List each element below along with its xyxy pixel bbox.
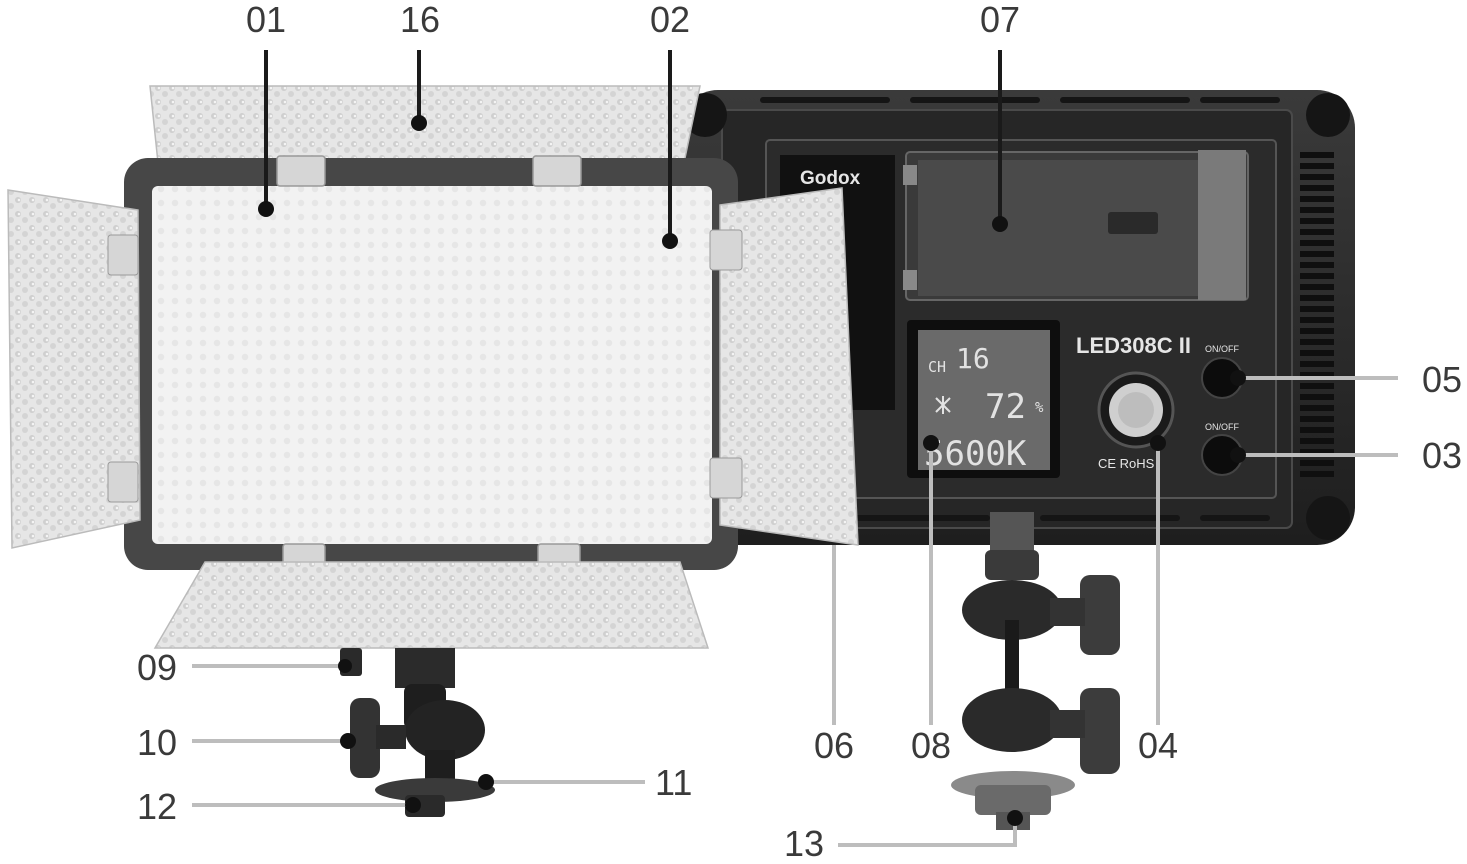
model-name: LED308C II (1076, 333, 1191, 358)
dot-03 (1230, 447, 1246, 463)
dot-05 (1230, 370, 1246, 386)
control-dial[interactable] (1097, 371, 1175, 449)
leader-line-13 (838, 820, 1017, 847)
vent-slat (1300, 449, 1334, 455)
dot-10 (340, 733, 356, 749)
vent-slat (1300, 185, 1334, 191)
lcd-channel-value: 16 (956, 342, 990, 375)
vent-slat (1300, 383, 1334, 389)
vent-slat (1300, 372, 1334, 378)
lcd-ch-label: CH (928, 358, 946, 376)
dot-12 (405, 797, 421, 813)
vent-slat (1300, 240, 1334, 246)
dot-04 (1150, 435, 1166, 451)
brand-logo: Godox (800, 168, 861, 189)
vent-slat (1300, 339, 1334, 345)
vent-slat (1300, 361, 1334, 367)
lcd-color-temp: 5600K (924, 434, 1027, 474)
callout-11: 11 (655, 762, 693, 803)
dot-08 (923, 435, 939, 451)
dot-13 (1007, 810, 1023, 826)
ball-head-mount-back (951, 512, 1120, 830)
dot-11 (478, 774, 494, 790)
vent-slat (1300, 218, 1334, 224)
hinge-clip (107, 461, 139, 503)
ball-head-mount-front (340, 648, 495, 817)
vent-slat (1300, 163, 1334, 169)
callout-07: 07 (980, 0, 1021, 40)
vent-slat (1300, 328, 1334, 334)
callout-09: 09 (137, 647, 178, 688)
callout-05: 05 (1422, 359, 1463, 400)
certification-marks: CE RoHS (1098, 456, 1155, 471)
corner-bumper (1306, 496, 1350, 540)
callout-dots (258, 115, 1246, 826)
vent-slat (1300, 416, 1334, 422)
corner-bumper (1306, 93, 1350, 137)
dot-01 (258, 201, 274, 217)
lcd-display: CH 16 72 % 5600K (907, 320, 1060, 478)
callout-12: 12 (137, 786, 178, 827)
led-panel (152, 186, 712, 544)
callout-04: 04 (1138, 725, 1179, 766)
lcd-brightness-value: 72 (985, 387, 1026, 427)
callout-13: 13 (784, 823, 825, 864)
callout-01: 01 (246, 0, 287, 40)
vent-slat (1300, 262, 1334, 268)
dot-07 (992, 216, 1008, 232)
vent-slat (1300, 306, 1334, 312)
vent-slat (1300, 427, 1334, 433)
leader-lines (192, 376, 1398, 847)
hinge-clip (709, 229, 743, 271)
callout-08: 08 (911, 725, 952, 766)
vent-slat (1300, 229, 1334, 235)
dot-02 (662, 233, 678, 249)
hinge-clip (709, 457, 743, 499)
barn-door-right (719, 187, 859, 546)
vent-slat (1300, 438, 1334, 444)
vent-slat (1300, 207, 1334, 213)
vent-slat (1300, 295, 1334, 301)
battery-compartment (903, 150, 1249, 301)
lcd-brightness-unit: % (1035, 400, 1044, 416)
top-vent-slots (760, 97, 1280, 103)
vent-slat (1300, 317, 1334, 323)
vent-slat (1300, 394, 1334, 400)
vent-slat (1300, 251, 1334, 257)
callout-10: 10 (137, 722, 178, 763)
vent-slat (1300, 471, 1334, 477)
dot-09 (338, 659, 352, 673)
bottom-vent-slots (850, 515, 1270, 521)
vent-slat (1300, 152, 1334, 158)
sun-icon (935, 396, 951, 414)
vent-slat (1300, 284, 1334, 290)
barn-door-clips (276, 155, 582, 577)
callout-02: 02 (650, 0, 691, 40)
barn-door-left (7, 189, 141, 549)
vent-slat (1300, 174, 1334, 180)
front-view (7, 85, 859, 817)
hinge-clip (107, 234, 139, 276)
vent-slat (1300, 460, 1334, 466)
callout-06: 06 (814, 725, 855, 766)
vent-slat (1300, 196, 1334, 202)
vent-slat (1300, 273, 1334, 279)
button-bottom-label: ON/OFF (1205, 422, 1239, 432)
side-vents (1300, 152, 1334, 477)
callout-03: 03 (1422, 435, 1463, 476)
leader-lines-dark (264, 50, 1002, 238)
dot-16 (411, 115, 427, 131)
button-top-label: ON/OFF (1205, 344, 1239, 354)
callout-16: 16 (400, 0, 441, 40)
vent-slat (1300, 350, 1334, 356)
vent-slat (1300, 405, 1334, 411)
barn-door-bottom (153, 561, 710, 649)
